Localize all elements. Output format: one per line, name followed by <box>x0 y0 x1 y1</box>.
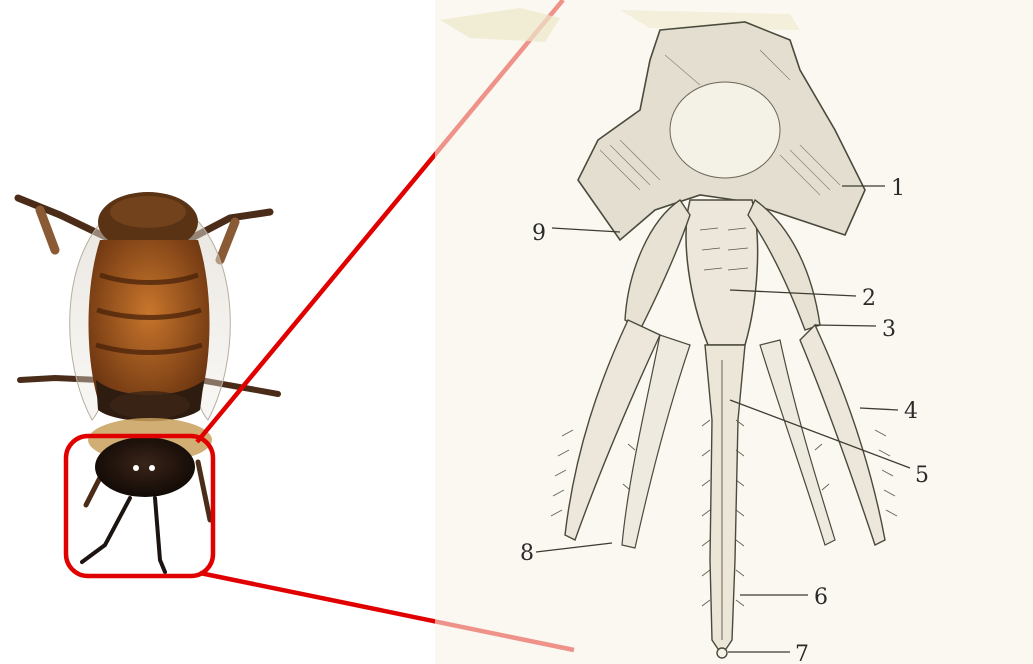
sting-tip <box>717 648 727 658</box>
label-2: 2 <box>862 286 876 311</box>
label-6: 6 <box>814 585 828 610</box>
label-7: 7 <box>795 642 809 664</box>
label-4: 4 <box>904 399 918 424</box>
label-5: 5 <box>915 463 929 488</box>
label-3: 3 <box>882 317 896 342</box>
label-9: 9 <box>532 221 546 246</box>
label-1: 1 <box>891 176 905 201</box>
label-8: 8 <box>520 541 534 566</box>
bee-head <box>95 437 195 497</box>
sting-diagram: 1 2 3 4 5 6 7 8 9 <box>435 0 1033 664</box>
bee-photo <box>18 192 278 572</box>
